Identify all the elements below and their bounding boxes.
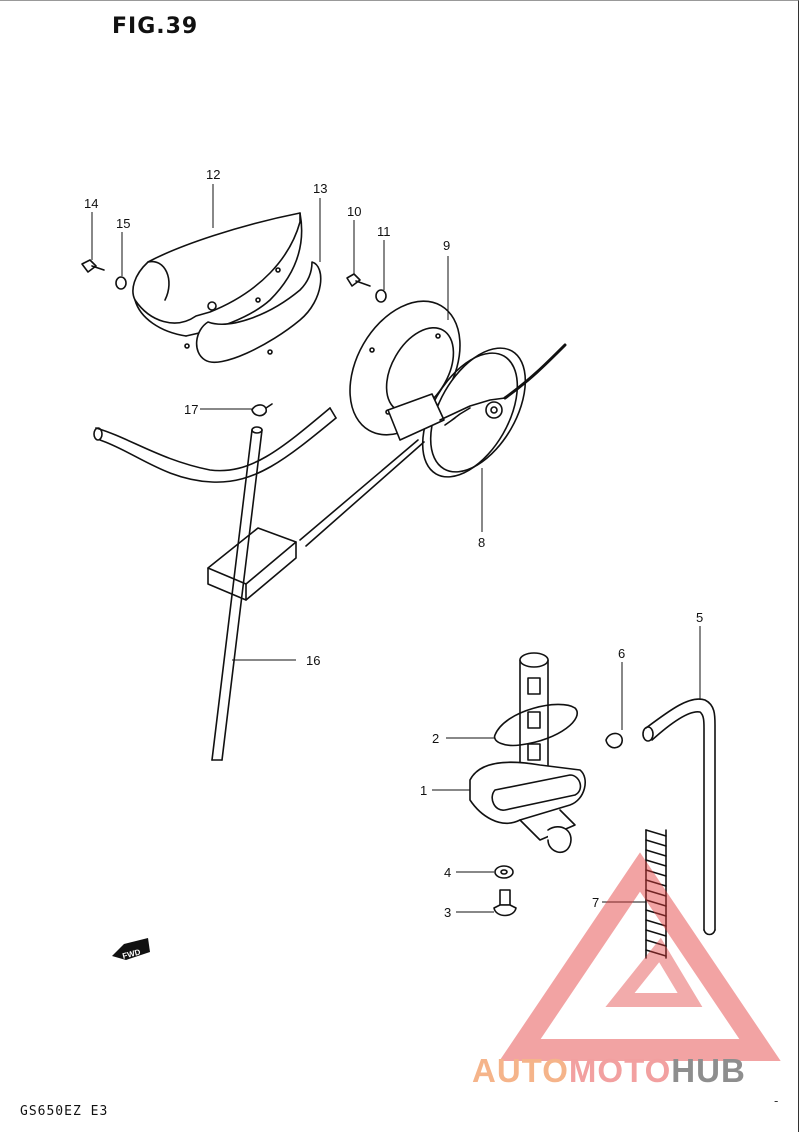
- gauge-float: [207, 527, 297, 601]
- automotohub-watermark: [499, 852, 781, 1061]
- watermark-moto: MOTO: [569, 1052, 671, 1089]
- part-3-bolt: [493, 889, 517, 917]
- model-code: GS650EZ E3: [20, 1104, 109, 1119]
- label-4: 4: [444, 865, 451, 880]
- corner-mark: -: [774, 1094, 779, 1108]
- fwd-direction-arrow: FWD: [112, 938, 150, 961]
- watermark-wordmark: AUTOMOTOHUB: [472, 1052, 746, 1089]
- part-6-clip: [605, 732, 623, 749]
- part-labels: 12 13 14 15 10 11 9 8 17 16 5 6 2 1 4 3 …: [84, 167, 703, 920]
- leader-lines: [91, 184, 701, 913]
- part-13-cover-gasket: [195, 261, 322, 363]
- label-16: 16: [306, 653, 320, 668]
- svg-text:AUTOMOTOHUB: AUTOMOTOHUB: [472, 1052, 746, 1089]
- label-12: 12: [206, 167, 220, 182]
- part-8-fuel-level-gauge: [299, 343, 567, 547]
- part-2-o-ring: [493, 703, 578, 747]
- label-6: 6: [618, 646, 625, 661]
- label-7: 7: [592, 895, 599, 910]
- part-14-screw: [81, 259, 105, 273]
- part-4-washer: [494, 865, 514, 879]
- label-14: 14: [84, 196, 98, 211]
- part-16-hose: [93, 407, 337, 761]
- label-13: 13: [313, 181, 327, 196]
- label-9: 9: [443, 238, 450, 253]
- part-17-clip: [251, 403, 273, 417]
- part-15-washer: [115, 276, 127, 290]
- figure-title: FIG.39: [112, 14, 199, 39]
- watermark-hub: HUB: [671, 1052, 746, 1089]
- label-1: 1: [420, 783, 427, 798]
- part-5-fuel-hose: [642, 698, 716, 936]
- label-2: 2: [432, 731, 439, 746]
- part-7-spring: [645, 829, 667, 960]
- label-17: 17: [184, 402, 198, 417]
- label-11: 11: [377, 224, 391, 239]
- label-8: 8: [478, 535, 485, 550]
- part-1-fuel-cock: [469, 652, 586, 854]
- label-10: 10: [347, 204, 361, 219]
- part-11-washer: [375, 289, 387, 303]
- label-5: 5: [696, 610, 703, 625]
- label-3: 3: [444, 905, 451, 920]
- part-10-screw: [346, 273, 371, 287]
- watermark-auto: AUTO: [472, 1052, 569, 1089]
- label-15: 15: [116, 216, 130, 231]
